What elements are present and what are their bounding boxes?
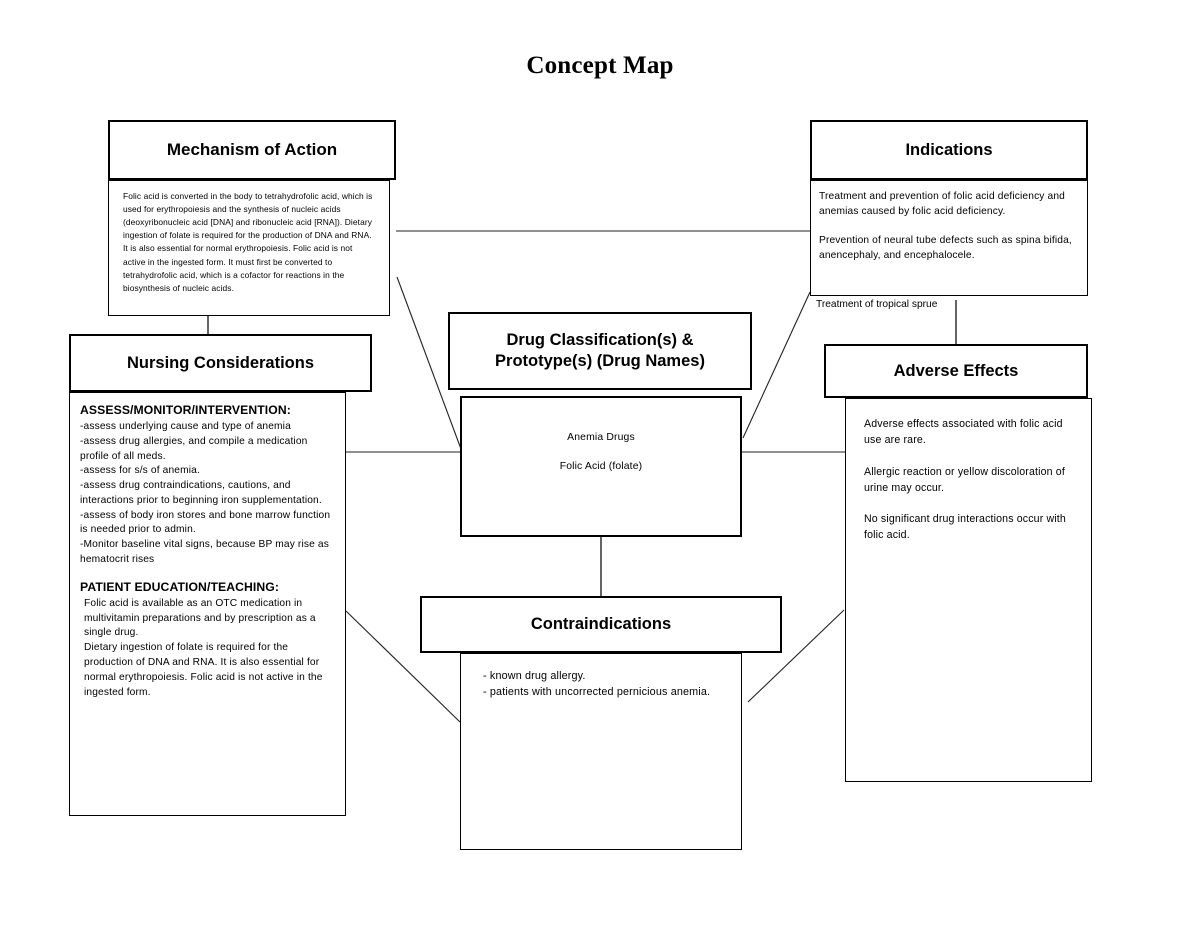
- node-title-indications: Indications: [905, 140, 993, 159]
- node-body-nursing-considerations: ASSESS/MONITOR/INTERVENTION: -assess und…: [69, 392, 346, 816]
- adverse-effects-description: Adverse effects associated with folic ac…: [864, 418, 1066, 542]
- node-header-adverse-effects[interactable]: Adverse Effects: [824, 344, 1088, 398]
- node-title-adverse-effects: Adverse Effects: [893, 361, 1019, 380]
- node-header-nursing-considerations[interactable]: Nursing Considerations: [69, 334, 372, 392]
- page-title: Concept Map: [526, 52, 674, 79]
- connector-indications-to-drug: [742, 291, 811, 439]
- node-body-mechanism-of-action: Folic acid is converted in the body to t…: [108, 180, 390, 316]
- node-header-indications[interactable]: Indications: [810, 120, 1088, 180]
- node-body-indications: Treatment and prevention of folic acid d…: [810, 180, 1088, 296]
- node-title-drug-classification-line1: Drug Classification(s) &: [506, 331, 694, 350]
- drug-prototype-value: Folic Acid (folate): [559, 460, 643, 472]
- contraindications-list: - known drug allergy. - patients with un…: [483, 670, 711, 699]
- text-gap: [472, 446, 730, 460]
- node-body-contraindications: - known drug allergy. - patients with un…: [460, 653, 742, 850]
- node-title-contraindications: Contraindications: [530, 615, 672, 634]
- node-body-adverse-effects: Adverse effects associated with folic ac…: [845, 398, 1092, 782]
- mechanism-description: Folic acid is converted in the body to t…: [123, 191, 373, 293]
- indications-description: Treatment and prevention of folic acid d…: [819, 191, 1072, 262]
- node-title-nursing-considerations: Nursing Considerations: [126, 353, 315, 372]
- nursing-assess-list: -assess underlying cause and type of ane…: [80, 421, 331, 566]
- node-title-mechanism-of-action: Mechanism of Action: [166, 140, 338, 160]
- drug-classification-value: Anemia Drugs: [567, 432, 635, 443]
- section-spacer: [80, 568, 337, 580]
- node-title-drug-classification-line2: Prototype(s) (Drug Names): [495, 352, 705, 370]
- node-body-drug-classification: Anemia Drugs Folic Acid (folate): [460, 396, 742, 537]
- node-header-drug-classification[interactable]: Drug Classification(s) & Prototype(s) (D…: [448, 312, 752, 390]
- nursing-teaching-heading: PATIENT EDUCATION/TEACHING:: [80, 579, 280, 594]
- node-header-contraindications[interactable]: Contraindications: [420, 596, 782, 653]
- nursing-teaching-list: Folic acid is available as an OTC medica…: [84, 597, 323, 698]
- indications-overflow-text: Treatment of tropical sprue: [816, 299, 938, 310]
- nursing-assess-heading: ASSESS/MONITOR/INTERVENTION:: [80, 403, 291, 417]
- node-header-mechanism-of-action[interactable]: Mechanism of Action: [108, 120, 396, 180]
